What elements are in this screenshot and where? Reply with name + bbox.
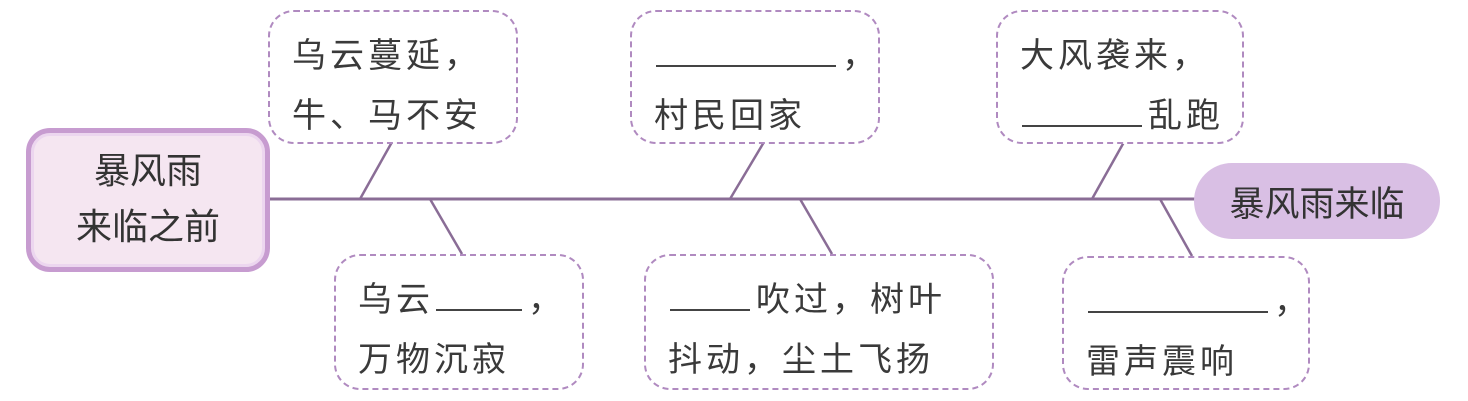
- bottom-box-3-line1: ，: [1086, 272, 1308, 332]
- top-box-1-line2: 牛、马不安: [292, 96, 482, 136]
- start-node-line2: 来临之前: [75, 207, 220, 248]
- top-box-3: 大风袭来， 乱跑: [996, 10, 1244, 144]
- top-box-2-line1: ，: [654, 26, 876, 86]
- top-box-3-line1: 大风袭来，: [1020, 36, 1210, 76]
- fill-blank[interactable]: [1022, 99, 1142, 127]
- end-node: 暴风雨来临: [1194, 163, 1440, 239]
- start-node-line1: 暴风雨: [93, 151, 202, 192]
- top-box-2: ， 村民回家: [630, 10, 880, 144]
- top-box-1-line1: 乌云蔓延，: [292, 36, 482, 76]
- bottom-box-2-suffix: 吹过，树叶: [756, 280, 946, 320]
- bottom-box-3: ， 雷声震响: [1062, 256, 1310, 390]
- bottom-box-2-line1: 吹过，树叶: [668, 270, 976, 330]
- branch-bottom-2: [798, 198, 834, 255]
- branch-top-3: [1090, 141, 1126, 200]
- bottom-box-1-suffix: ，: [528, 280, 566, 320]
- bottom-box-2-line2: 抖动，尘土飞扬: [668, 340, 934, 380]
- top-box-3-suffix: 乱跑: [1148, 96, 1224, 136]
- branch-bottom-1: [428, 198, 464, 255]
- fill-blank[interactable]: [670, 283, 750, 311]
- fill-blank[interactable]: [656, 39, 836, 67]
- bottom-box-2: 吹过，树叶 抖动，尘土飞扬: [644, 254, 994, 390]
- branch-top-1: [358, 141, 394, 200]
- bottom-box-1-line2: 万物沉寂: [358, 340, 510, 380]
- top-box-2-suffix: ，: [842, 36, 880, 76]
- fill-blank[interactable]: [1088, 285, 1268, 313]
- top-box-1: 乌云蔓延， 牛、马不安: [268, 10, 518, 144]
- bottom-box-1: 乌云 ， 万物沉寂: [334, 254, 584, 390]
- top-box-2-line2: 村民回家: [654, 96, 806, 136]
- bottom-box-3-suffix: ，: [1274, 282, 1312, 322]
- top-box-3-line2: 乱跑: [1020, 86, 1226, 146]
- bottom-box-1-prefix: 乌云: [358, 280, 434, 320]
- start-node: 暴风雨 来临之前: [26, 128, 270, 272]
- bottom-box-3-line2: 雷声震响: [1086, 342, 1238, 382]
- fill-blank[interactable]: [436, 283, 522, 311]
- branch-top-2: [728, 141, 766, 200]
- branch-bottom-3: [1158, 198, 1194, 257]
- end-node-label: 暴风雨来临: [1229, 184, 1405, 225]
- bottom-box-1-line1: 乌云 ，: [358, 270, 566, 330]
